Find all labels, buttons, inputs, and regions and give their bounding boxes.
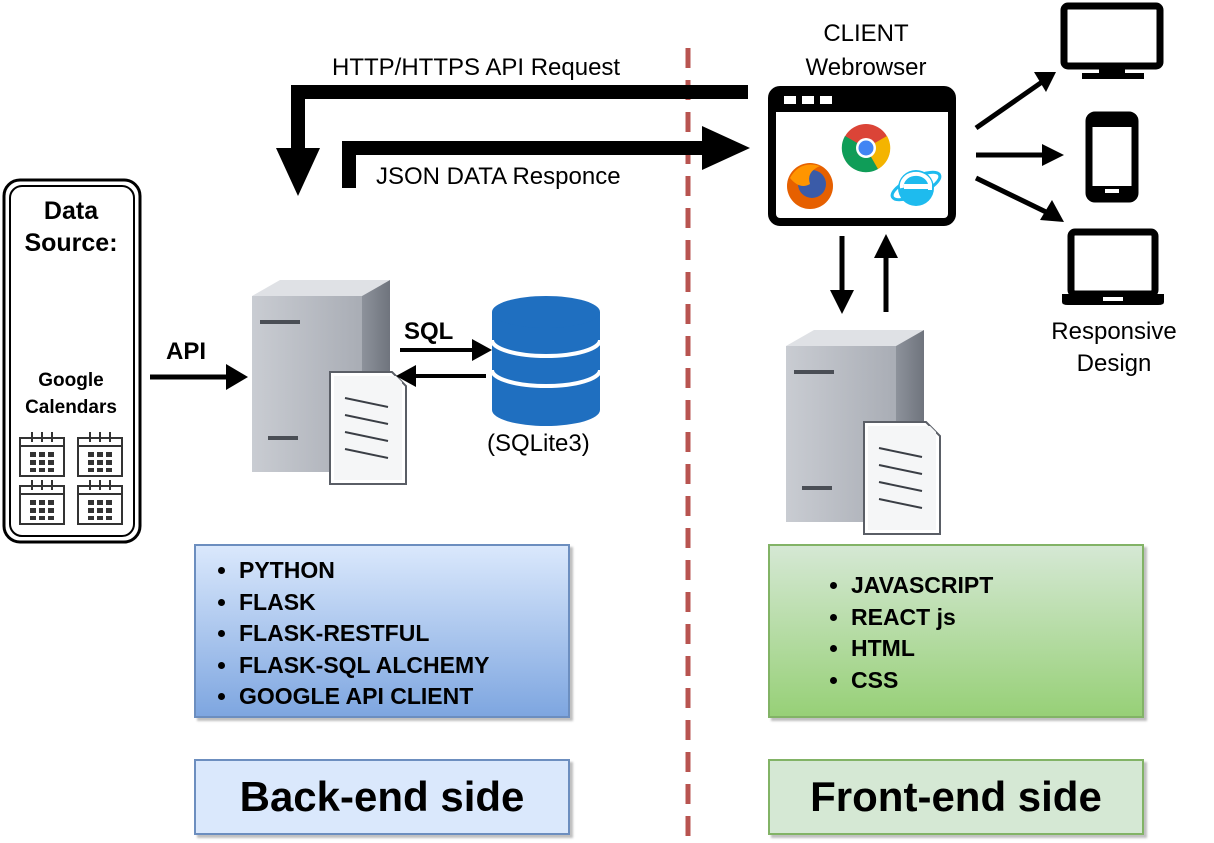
server-to-browser-arrow xyxy=(874,234,898,312)
backend-tech-item: GOOGLE API CLIENT xyxy=(239,681,568,713)
sqlite-label: (SQLite3) xyxy=(487,430,590,457)
http-request-arrow xyxy=(276,85,748,196)
backend-tech-item: PYTHON xyxy=(239,555,568,587)
database-icon xyxy=(490,296,602,426)
sql-label: SQL xyxy=(404,318,454,345)
json-response-label: JSON DATA Responce xyxy=(376,163,621,190)
backend-tech-item: FLASK-SQL ALCHEMY xyxy=(239,650,568,682)
browser-to-server-arrow xyxy=(830,236,854,314)
laptop-icon xyxy=(1062,228,1164,305)
responsive-arrow-phone xyxy=(976,144,1064,166)
calendar-icon xyxy=(77,432,123,477)
backend-tech-item: FLASK xyxy=(239,587,568,619)
backend-side-title: Back-end side xyxy=(194,759,570,835)
document-icon xyxy=(329,371,407,485)
sql-query-arrow xyxy=(400,339,492,361)
frontend-tech-item: REACT js xyxy=(851,602,1142,634)
document-icon xyxy=(863,421,941,535)
frontend-tech-item: CSS xyxy=(851,665,1142,697)
responsive-arrow-laptop xyxy=(974,175,1064,222)
api-label: API xyxy=(166,338,207,365)
data-source-title: Source: xyxy=(24,229,118,257)
frontend-side-title: Front-end side xyxy=(768,759,1144,835)
client-label: Webrowser xyxy=(805,54,927,81)
backend-tech-item: FLASK-RESTFUL xyxy=(239,618,568,650)
json-response-arrow xyxy=(342,126,750,188)
sql-result-arrow xyxy=(396,365,486,387)
responsive-design-label: Design xyxy=(1076,350,1152,377)
chrome-icon xyxy=(841,124,891,173)
client-label: CLIENT xyxy=(823,20,909,47)
responsive-design-label: Responsive xyxy=(1051,318,1177,345)
internet-explorer-icon xyxy=(890,170,942,206)
backend-tech-list: PYTHON FLASK FLASK-RESTFUL FLASK-SQL ALC… xyxy=(194,544,570,718)
frontend-tech-item: HTML xyxy=(851,633,1142,665)
responsive-arrow-monitor xyxy=(974,72,1056,131)
calendar-icon xyxy=(19,432,65,477)
data-source-title: Data xyxy=(43,197,99,225)
calendar-icon xyxy=(19,480,65,525)
data-source-calendar-label: Google xyxy=(38,370,104,391)
api-arrow xyxy=(150,364,248,390)
data-source-calendar-label: Calendars xyxy=(25,397,117,418)
frontend-tech-list: JAVASCRIPT REACT js HTML CSS xyxy=(768,544,1144,718)
monitor-icon xyxy=(1060,2,1164,79)
frontend-tech-item: JAVASCRIPT xyxy=(851,570,1142,602)
smartphone-icon xyxy=(1085,111,1139,203)
firefox-icon xyxy=(787,163,833,209)
calendar-icon xyxy=(77,480,123,525)
http-request-label: HTTP/HTTPS API Request xyxy=(332,54,621,81)
